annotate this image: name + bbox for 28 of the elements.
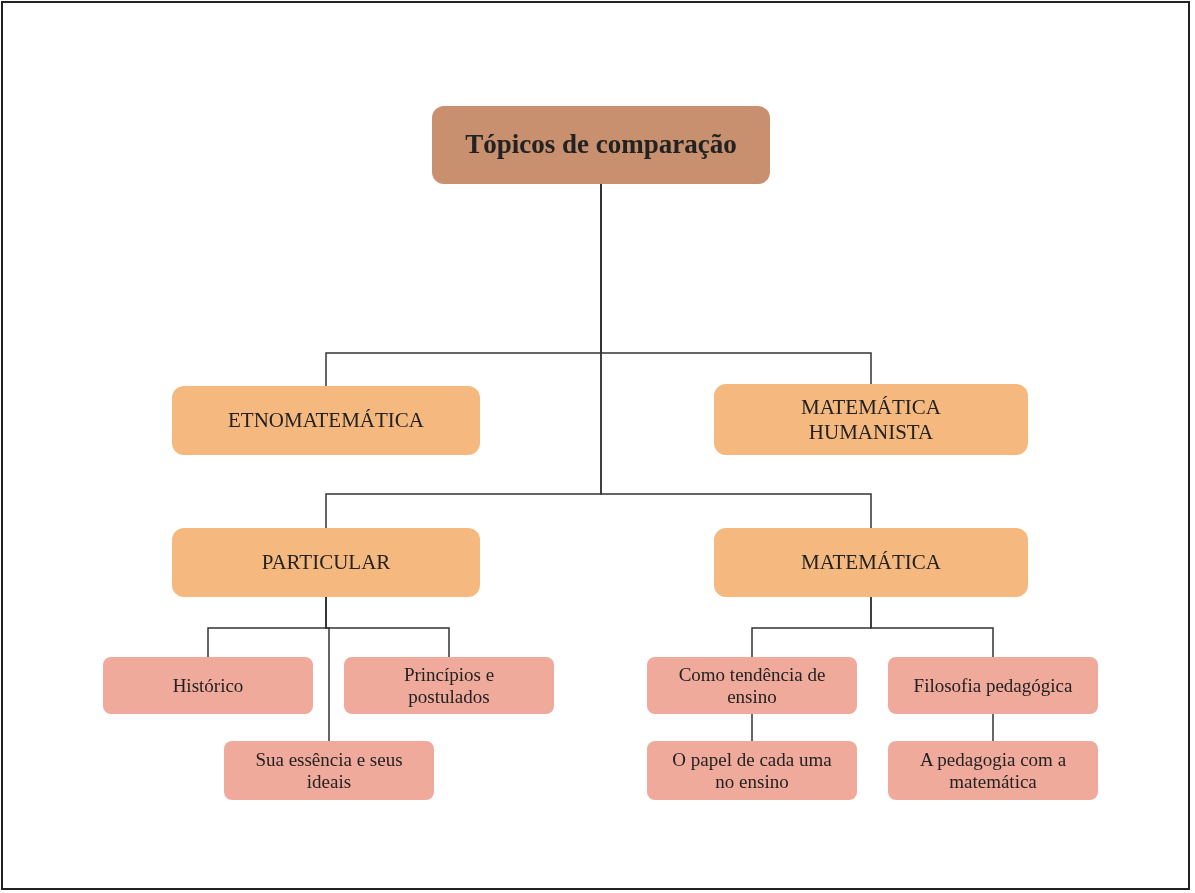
- topic-label: ETNOMATEMÁTICA: [228, 408, 424, 433]
- topic-box: [224, 741, 434, 800]
- topic-label: A pedagogia com a matemática: [918, 748, 1068, 793]
- topic-box: [714, 384, 1028, 455]
- topic-box: [103, 657, 313, 714]
- topic-label: PARTICULAR: [261, 550, 391, 575]
- topic-label: Como tendência de ensino: [677, 663, 827, 708]
- topic-label: MATEMÁTICA HUMANISTA: [800, 395, 942, 444]
- topic-label: MATEMÁTICA: [801, 550, 941, 575]
- topic-label: Tópicos de comparação: [465, 129, 737, 161]
- topic-box: [647, 741, 857, 800]
- connector-line: [751, 713, 753, 742]
- topic-box: [344, 657, 554, 714]
- topic-box: [714, 528, 1028, 597]
- connector-line: [325, 596, 330, 742]
- topic-label: Sua essência e seus ideais: [254, 748, 404, 793]
- topic-box: [647, 657, 857, 714]
- topic-box: [172, 386, 480, 455]
- connector-line: [992, 713, 994, 742]
- topic-label: O papel de cada uma no ensino: [671, 748, 833, 793]
- topic-label: Princípios e postulados: [402, 663, 496, 708]
- topic-box: [888, 741, 1098, 800]
- topic-box: [888, 657, 1098, 714]
- connector-line: [870, 596, 994, 658]
- topic-label: Histórico: [172, 674, 244, 697]
- topic-box: [432, 106, 770, 184]
- topic-label: Filosofia pedagógica: [913, 674, 1073, 697]
- topic-box: [172, 528, 480, 597]
